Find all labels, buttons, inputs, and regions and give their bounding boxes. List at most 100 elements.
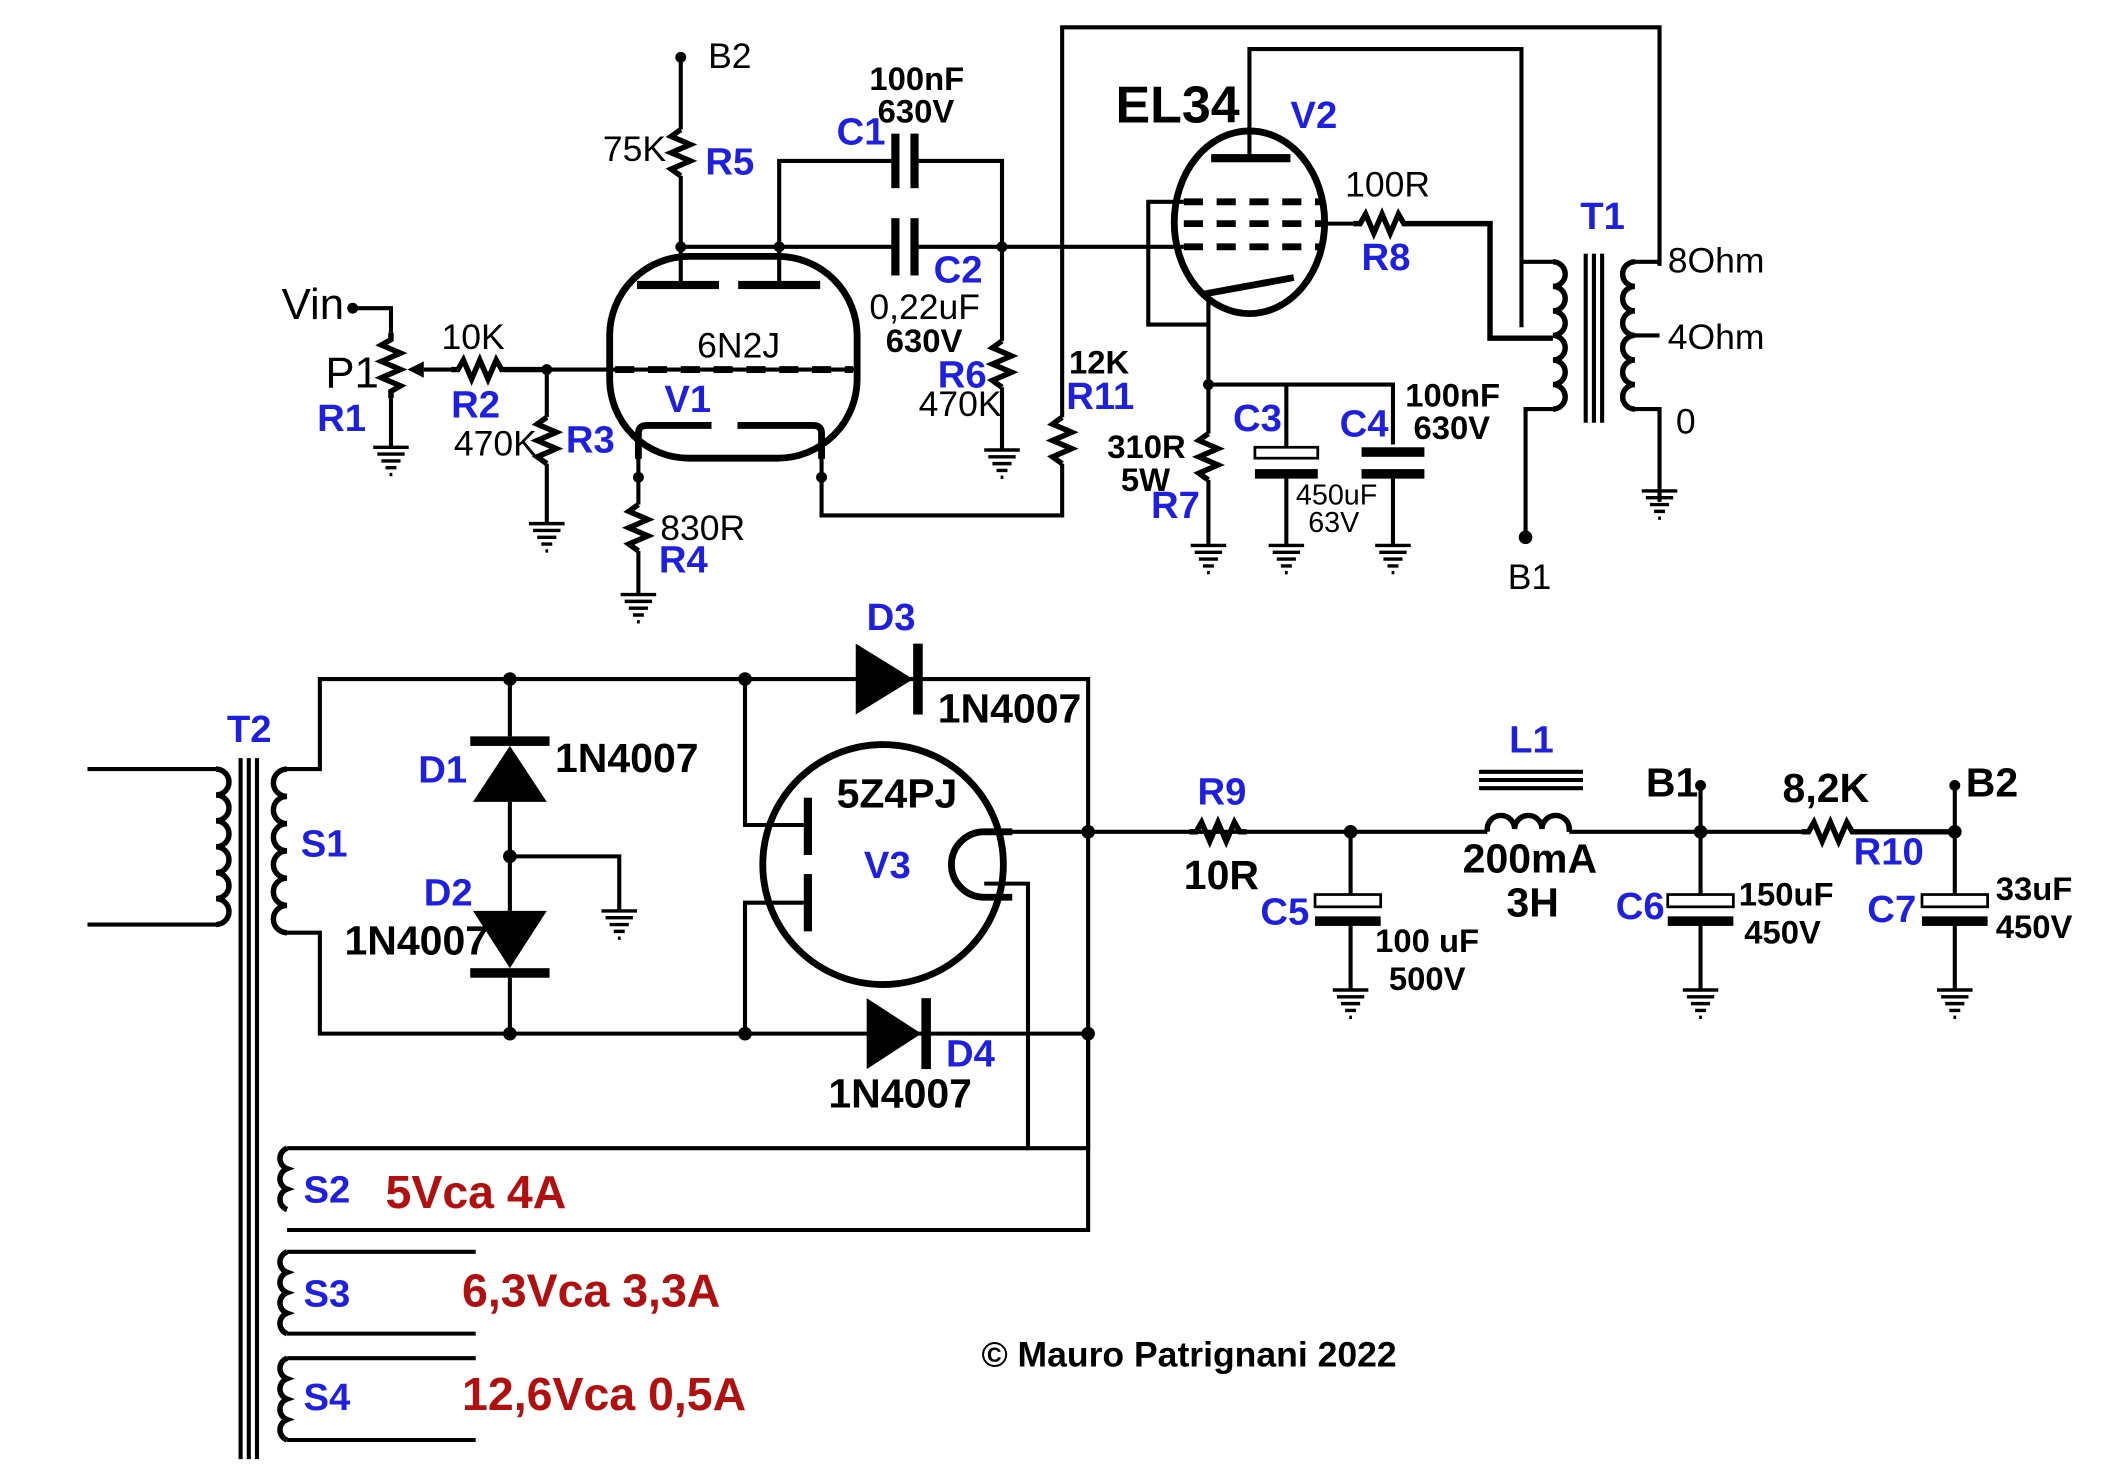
r4-value: 830R	[660, 508, 745, 548]
s4-coil	[277, 1355, 295, 1443]
r11-value: 12K	[1069, 344, 1130, 381]
s2-label: S2	[303, 1169, 350, 1212]
wire-s1-bottom-bus	[287, 930, 1089, 1036]
ground-symbol	[1682, 988, 1719, 1019]
s3-coil	[277, 1249, 295, 1337]
l1-value-1: 200mA	[1463, 836, 1597, 882]
v1-tube: 6N2J V1	[606, 252, 861, 462]
ground-symbol	[1268, 543, 1305, 575]
input-stage: Vin P1 R1 10K R2 470K R3	[282, 280, 856, 524]
b1-out-terminal	[1518, 530, 1533, 545]
r4-label: R4	[659, 539, 709, 582]
v3-filament	[948, 828, 1013, 901]
c5-positive-plate	[1313, 893, 1383, 909]
wire-cathode-bus	[1208, 382, 1396, 445]
d3-label: D3	[867, 596, 916, 639]
wire-v3-plate-1	[742, 679, 804, 828]
r6-value: 470K	[919, 384, 1002, 424]
r2-resistor	[451, 353, 547, 387]
ground-symbol	[529, 521, 565, 553]
r8-label: R8	[1362, 236, 1411, 279]
wire-s1-top-bus	[287, 677, 1091, 1151]
v1-envelope	[606, 252, 861, 462]
b1-supply-label: B1	[1646, 759, 1698, 805]
d4-cathode-bar	[921, 998, 931, 1070]
c2-plate-left	[891, 218, 900, 276]
r8-resistor	[1353, 207, 1553, 341]
r8-value: 100R	[1345, 164, 1430, 204]
s1-label: S1	[301, 822, 348, 865]
v3-label: V3	[864, 844, 911, 887]
v2-plate	[1211, 154, 1291, 163]
d1-label: D1	[418, 749, 467, 792]
copyright-text: © Mauro Patrignani 2022	[981, 1334, 1396, 1374]
d1-value: 1N4007	[555, 735, 699, 781]
b2-top-label: B2	[708, 36, 751, 76]
c3-positive-plate	[1253, 445, 1320, 460]
c1-value-1: 100nF	[869, 60, 964, 97]
d4-triangle	[866, 998, 922, 1070]
junction-d4-left	[738, 1026, 752, 1041]
wire-g3-cathode	[1146, 199, 1209, 327]
s1-coil	[270, 766, 288, 936]
c5-value-1: 100 uF	[1375, 922, 1479, 959]
r10-label: R10	[1854, 831, 1924, 874]
c2-value-1: 0,22uF	[869, 287, 980, 327]
c7-value-1: 33uF	[1996, 870, 2073, 907]
c7-value-2: 450V	[1996, 908, 2073, 945]
ground-symbol	[373, 445, 409, 477]
s4-value: 12,6Vca 0,5A	[462, 1368, 746, 1420]
ground-symbol	[1641, 489, 1678, 520]
r3-resistor	[530, 415, 564, 466]
r2-value: 10K	[442, 317, 506, 357]
d4-value: 1N4007	[828, 1070, 972, 1116]
vin-label: Vin	[282, 280, 344, 329]
wire-center-ground	[509, 854, 622, 911]
c2-plate-right	[910, 218, 919, 276]
l1-coil	[1484, 812, 1573, 833]
c6-value-1: 150uF	[1739, 875, 1834, 912]
ground-symbol	[1375, 543, 1411, 575]
c5-value-2: 500V	[1389, 960, 1466, 997]
ground-symbol	[601, 909, 638, 940]
v3-type: 5Z4PJ	[837, 770, 958, 816]
s3-value: 6,3Vca 3,3A	[462, 1264, 720, 1316]
junction-b2	[1947, 825, 1962, 839]
b2-supply-label: B2	[1966, 759, 2018, 805]
wire-t1-primary-b1	[1523, 407, 1553, 538]
c2-value-2: 630V	[886, 322, 963, 359]
s2-value: 5Vca 4A	[385, 1166, 566, 1218]
c5-negative-plate	[1315, 916, 1381, 926]
r7-value-1: 310R	[1107, 428, 1185, 465]
power-supply: T2 S1 D1 1N4007 D2 1N4007 D3 1N4007 D4 1…	[87, 596, 2073, 1460]
c3-negative-plate	[1254, 469, 1318, 479]
ground-symbol	[1937, 988, 1973, 1019]
wire-c1-out	[918, 158, 1005, 247]
v1-cathode-a	[634, 422, 712, 459]
r5-value: 75K	[603, 129, 667, 169]
r7-value-2: 5W	[1121, 461, 1170, 498]
v2-label: V2	[1290, 94, 1337, 137]
d2-triangle	[472, 910, 547, 969]
d2-value: 1N4007	[344, 918, 488, 964]
v2-type: EL34	[1115, 76, 1239, 134]
junction-d2-bottom	[503, 1026, 517, 1041]
r10-resistor	[1801, 815, 1955, 849]
v3-plate-2	[803, 874, 812, 932]
ground-symbol	[984, 448, 1020, 479]
d3-cathode-bar	[913, 643, 923, 715]
c6-value-2: 450V	[1744, 914, 1821, 951]
c1-plate-left	[891, 133, 900, 189]
c4-plate-bottom	[1361, 469, 1425, 479]
r4-resistor	[621, 502, 655, 554]
c1-value-2: 630V	[878, 93, 955, 130]
v2-cathode	[1204, 274, 1295, 298]
v1-plate-network: B2 75K R5 100nF 630V C1 C2 0,22uF 630V R…	[603, 25, 1662, 595]
v1-type: 6N2J	[697, 325, 780, 365]
t1-transformer: B1 T1 8Ohm 4Ohm 0	[1508, 195, 1765, 597]
tap-4-label: 4Ohm	[1668, 317, 1765, 357]
ground-symbols	[373, 445, 1973, 1019]
r5-label: R5	[705, 141, 754, 184]
tap-0-label: 0	[1676, 402, 1696, 442]
